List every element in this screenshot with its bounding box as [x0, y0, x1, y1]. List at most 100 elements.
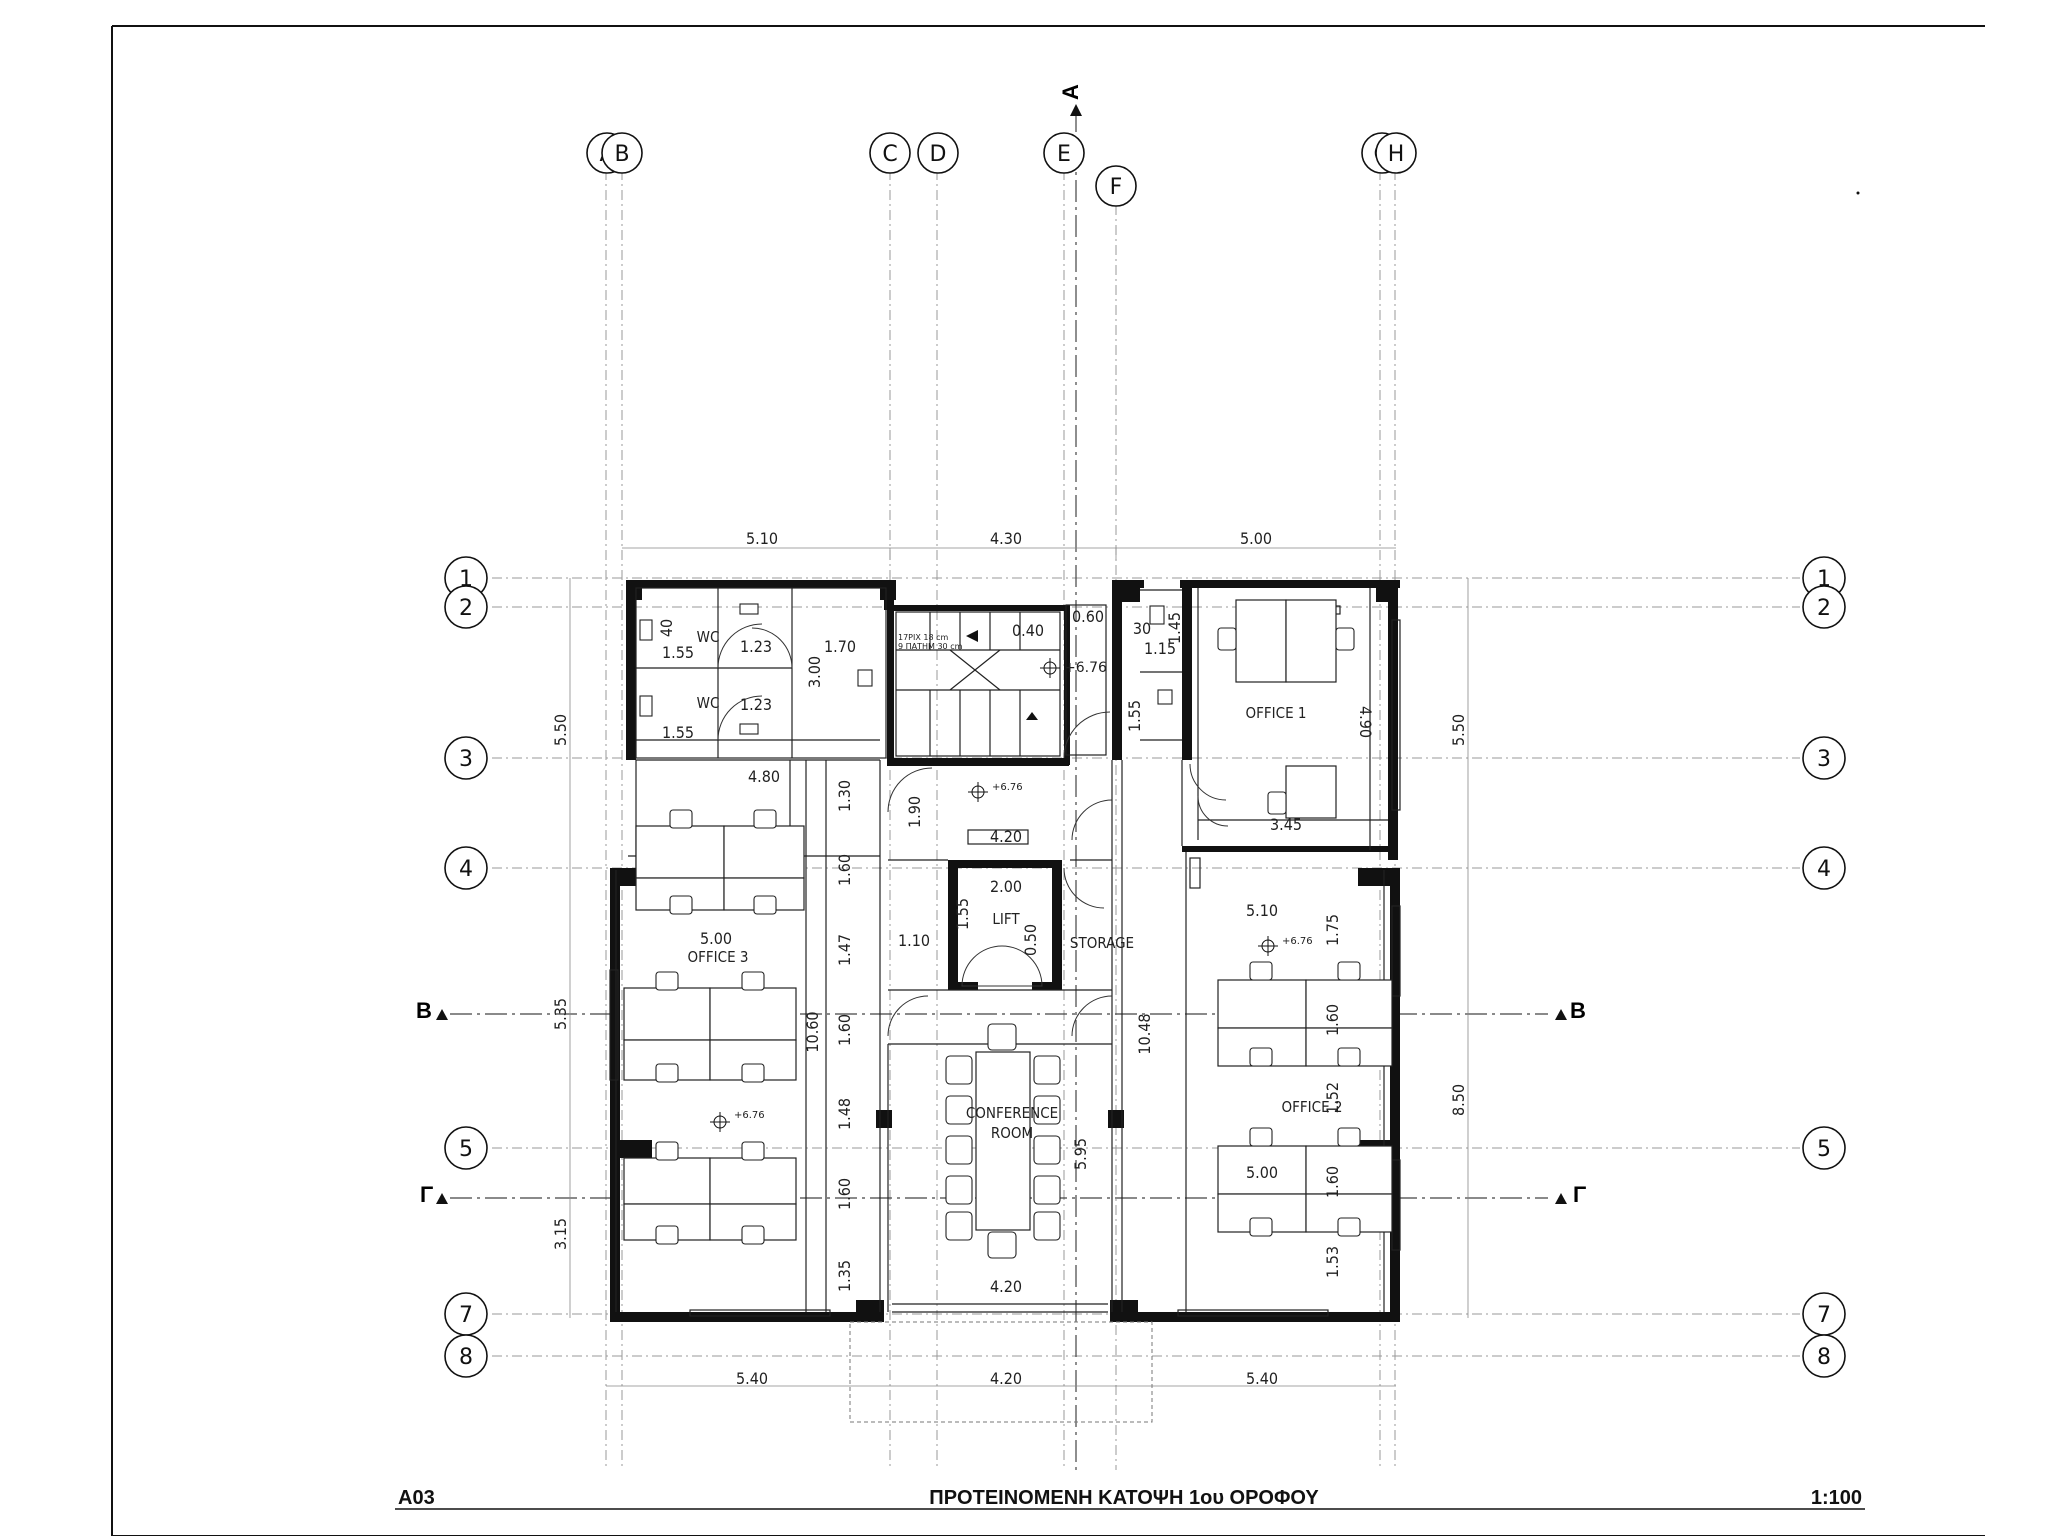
- svg-text:1.55: 1.55: [662, 723, 694, 742]
- svg-text:1.55: 1.55: [662, 643, 694, 662]
- svg-text:4.20: 4.20: [990, 827, 1022, 846]
- room-label-conference-2: ROOM: [991, 1124, 1033, 1142]
- svg-text:10.48: 10.48: [1135, 1013, 1154, 1054]
- section-marker-a: A: [1058, 84, 1083, 116]
- svg-text:4: 4: [459, 857, 473, 882]
- svg-text:1.52: 1.52: [1323, 1082, 1342, 1114]
- axis-bubble-5-left: 5: [444, 1126, 488, 1170]
- axis-bubble-8-left: 8: [444, 1334, 488, 1378]
- axis-bubble-4-right: 4: [1802, 846, 1846, 890]
- svg-text:+6.76: +6.76: [992, 782, 1023, 793]
- svg-text:5: 5: [1817, 1137, 1831, 1162]
- svg-text:1.45: 1.45: [1165, 612, 1184, 644]
- room-label-wc-1: WC: [697, 628, 720, 646]
- axis-bubble-2-right: 2: [1802, 585, 1846, 629]
- room-dimensions: 1.55 1.55 1.23 1.23 40 1.70 3.00 4.80 0.…: [657, 607, 1375, 1296]
- title-block: A03 ΠΡΟΤΕΙΝΟΜΕΝΗ ΚΑΤΟΨΗ 1ου ΟΡΟΦΟΥ 1:100: [398, 1487, 1862, 1509]
- svg-text:9 ΠΑΤΗΜ 30 cm: 9 ΠΑΤΗΜ 30 cm: [898, 642, 963, 651]
- svg-text:1.48: 1.48: [835, 1098, 854, 1130]
- section-markers: A B B Γ Γ: [416, 84, 1586, 1207]
- svg-text:1.53: 1.53: [1323, 1246, 1342, 1278]
- axis-bubble-3-right: 3: [1802, 736, 1846, 780]
- axis-bubble-f: F: [1095, 165, 1137, 207]
- svg-text:3: 3: [459, 747, 473, 772]
- svg-text:1.60: 1.60: [1323, 1166, 1342, 1198]
- svg-text:1.70: 1.70: [824, 637, 856, 656]
- overall-dimensions: 5.10 4.30 5.00 5.40 4.20 5.40 5.50 5.35 …: [551, 529, 1468, 1388]
- svg-text:5.10: 5.10: [1246, 901, 1278, 920]
- svg-text:5.50: 5.50: [551, 714, 570, 746]
- axis-bubble-7-right: 7: [1802, 1292, 1846, 1336]
- svg-text:1.30: 1.30: [835, 780, 854, 812]
- svg-text:3.45: 3.45: [1270, 815, 1302, 834]
- room-label-wc-2: WC: [697, 694, 720, 712]
- svg-text:8: 8: [1817, 1345, 1831, 1370]
- svg-text:Γ: Γ: [420, 1182, 433, 1207]
- axis-bubble-8-right: 8: [1802, 1334, 1846, 1378]
- svg-text:E: E: [1057, 142, 1071, 167]
- svg-text:1.23: 1.23: [740, 695, 772, 714]
- axis-bubble-4-left: 4: [444, 846, 488, 890]
- column-axis-bubbles: A B C D E F G H: [586, 132, 1417, 207]
- axis-bubble-5-right: 5: [1802, 1126, 1846, 1170]
- svg-text:5.40: 5.40: [736, 1369, 768, 1388]
- svg-text:+6.76: +6.76: [1064, 660, 1107, 676]
- row-axis-bubbles-left: 1 2 3 4 5 7 8: [444, 556, 488, 1378]
- axis-bubble-e: E: [1043, 132, 1085, 174]
- svg-text:17ΡΙΧ 18 cm: 17ΡΙΧ 18 cm: [898, 633, 949, 642]
- room-labels: WC WC OFFICE 1 OFFICE 2 OFFICE 3 LIFT ST…: [688, 628, 1343, 1142]
- svg-text:4.80: 4.80: [748, 767, 780, 786]
- level-marker-lobby: +6.76: [968, 782, 1023, 802]
- svg-text:3.00: 3.00: [805, 656, 824, 688]
- svg-text:0.60: 0.60: [1072, 607, 1104, 626]
- svg-text:1.15: 1.15: [1144, 639, 1176, 658]
- svg-text:1.55: 1.55: [953, 898, 972, 930]
- svg-text:B: B: [416, 998, 432, 1023]
- svg-text:7: 7: [1817, 1303, 1831, 1328]
- conference-table: [945, 1023, 1061, 1259]
- svg-text:B: B: [614, 142, 629, 167]
- staircase: 17ΡΙΧ 18 cm 9 ΠΑΤΗΜ 30 cm: [895, 611, 1061, 757]
- svg-text:C: C: [882, 142, 897, 167]
- room-label-office-1: OFFICE 1: [1246, 704, 1307, 722]
- room-label-lift: LIFT: [992, 910, 1020, 928]
- svg-text:1.47: 1.47: [835, 934, 854, 966]
- svg-text:4.20: 4.20: [990, 1369, 1022, 1388]
- wc-fixtures: [639, 603, 1173, 735]
- sheet-frame: [111, 25, 1985, 1536]
- svg-text:D: D: [930, 142, 947, 167]
- svg-text:1.60: 1.60: [835, 854, 854, 886]
- svg-text:1.10: 1.10: [898, 931, 930, 950]
- section-marker-g-left: Γ: [420, 1182, 448, 1207]
- drawing-scale: 1:100: [1811, 1487, 1862, 1509]
- overall-dimension-lines: [569, 547, 1469, 1387]
- axis-bubble-b: B: [601, 132, 643, 174]
- level-marker-office-2: +6.76: [1258, 936, 1313, 956]
- svg-text:5.00: 5.00: [1246, 1163, 1278, 1182]
- svg-text:B: B: [1570, 998, 1586, 1023]
- doors: [717, 623, 1229, 1037]
- svg-text:5: 5: [459, 1137, 473, 1162]
- section-marker-b-right: B: [1555, 998, 1586, 1023]
- svg-text:1.55: 1.55: [1125, 700, 1144, 732]
- axis-bubble-d: D: [917, 132, 959, 174]
- level-marker-office-3: +6.76: [710, 1110, 765, 1132]
- svg-text:4.30: 4.30: [990, 529, 1022, 548]
- svg-text:2: 2: [1817, 596, 1831, 621]
- room-label-conference-1: CONFERENCE: [966, 1104, 1058, 1122]
- svg-text:5.40: 5.40: [1246, 1369, 1278, 1388]
- axis-bubble-h: H: [1375, 132, 1417, 174]
- svg-text:1.60: 1.60: [835, 1014, 854, 1046]
- svg-text:+6.76: +6.76: [734, 1110, 765, 1121]
- svg-text:3.15: 3.15: [551, 1218, 570, 1250]
- sheet-code: A03: [398, 1487, 435, 1509]
- room-label-office-2: OFFICE 2: [1282, 1098, 1343, 1116]
- svg-text:0.50: 0.50: [1021, 924, 1040, 956]
- svg-text:8: 8: [459, 1345, 473, 1370]
- axis-bubble-3-left: 3: [444, 736, 488, 780]
- svg-text:10.60: 10.60: [803, 1011, 822, 1052]
- svg-text:0.40: 0.40: [1012, 621, 1044, 640]
- svg-text:4.20: 4.20: [990, 1277, 1022, 1296]
- svg-text:1.60: 1.60: [835, 1178, 854, 1210]
